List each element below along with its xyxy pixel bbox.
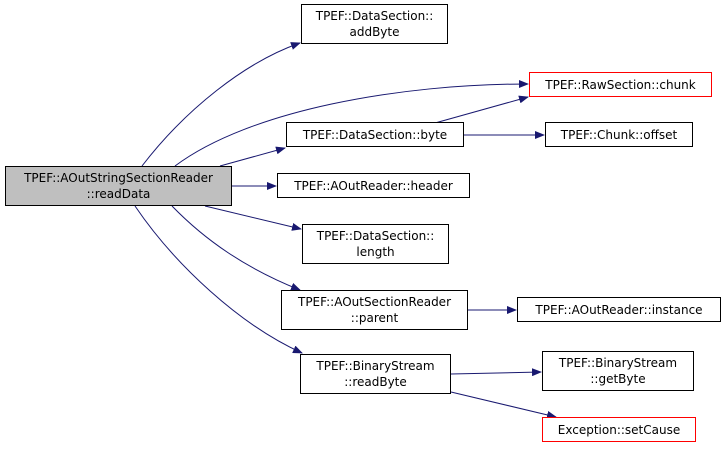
node-binarystream-getbyte[interactable]: TPEF::BinaryStream ::getByte xyxy=(542,351,694,391)
edge-root-chunk xyxy=(174,80,529,167)
edge-byte-chunk xyxy=(434,95,529,124)
node-label-line1: TPEF::AOutStringSectionReader xyxy=(24,171,213,185)
node-chunk-offset[interactable]: TPEF::Chunk::offset xyxy=(545,122,693,147)
node-label-line2: ::getByte xyxy=(590,372,646,386)
node-datasection-length[interactable]: TPEF::DataSection:: length xyxy=(302,224,449,264)
node-aoutstringsectionreader-readdata[interactable]: TPEF::AOutStringSectionReader ::readData xyxy=(5,166,232,206)
edge-root-byte xyxy=(219,146,286,167)
node-datasection-addbyte[interactable]: TPEF::DataSection:: addByte xyxy=(301,4,448,44)
node-rawsection-chunk[interactable]: TPEF::RawSection::chunk xyxy=(529,72,712,97)
edge-root-length xyxy=(204,205,302,231)
node-label-line1: TPEF::DataSection:: xyxy=(315,9,434,23)
node-exception-setcause[interactable]: Exception::setCause xyxy=(542,417,696,442)
node-label-line1: TPEF::DataSection:: xyxy=(316,229,435,243)
node-label: TPEF::AOutReader::instance xyxy=(535,302,703,317)
node-label-line2: length xyxy=(356,245,395,259)
node-label: TPEF::Chunk::offset xyxy=(560,127,678,142)
node-aoutreader-instance[interactable]: TPEF::AOutReader::instance xyxy=(517,297,721,322)
node-label-line2: ::readByte xyxy=(344,375,407,389)
node-datasection-byte[interactable]: TPEF::DataSection::byte xyxy=(286,122,464,147)
edge-root-parent xyxy=(171,205,301,291)
edge-root-addbyte xyxy=(141,42,301,167)
node-binarystream-readbyte[interactable]: TPEF::BinaryStream ::readByte xyxy=(300,354,451,394)
edge-readbyte-setcause xyxy=(450,391,557,419)
node-label-line1: TPEF::AOutSectionReader xyxy=(297,295,451,309)
node-label-line2: ::readData xyxy=(86,187,151,201)
node-label: TPEF::AOutReader::header xyxy=(294,178,453,193)
edge-readbyte-getbyte xyxy=(450,368,542,377)
node-label-line1: TPEF::BinaryStream xyxy=(558,356,678,370)
edge-root-readbyte xyxy=(134,205,303,354)
node-aoutreader-header[interactable]: TPEF::AOutReader::header xyxy=(277,173,470,198)
node-label-line1: TPEF::BinaryStream xyxy=(316,359,435,373)
node-label-line2: addByte xyxy=(349,25,400,39)
node-aoutsectionreader-parent[interactable]: TPEF::AOutSectionReader ::parent xyxy=(281,290,468,330)
node-label-line2: ::parent xyxy=(350,311,399,325)
node-label: TPEF::DataSection::byte xyxy=(302,127,448,142)
node-label: Exception::setCause xyxy=(557,422,681,437)
node-label: TPEF::RawSection::chunk xyxy=(545,77,696,92)
